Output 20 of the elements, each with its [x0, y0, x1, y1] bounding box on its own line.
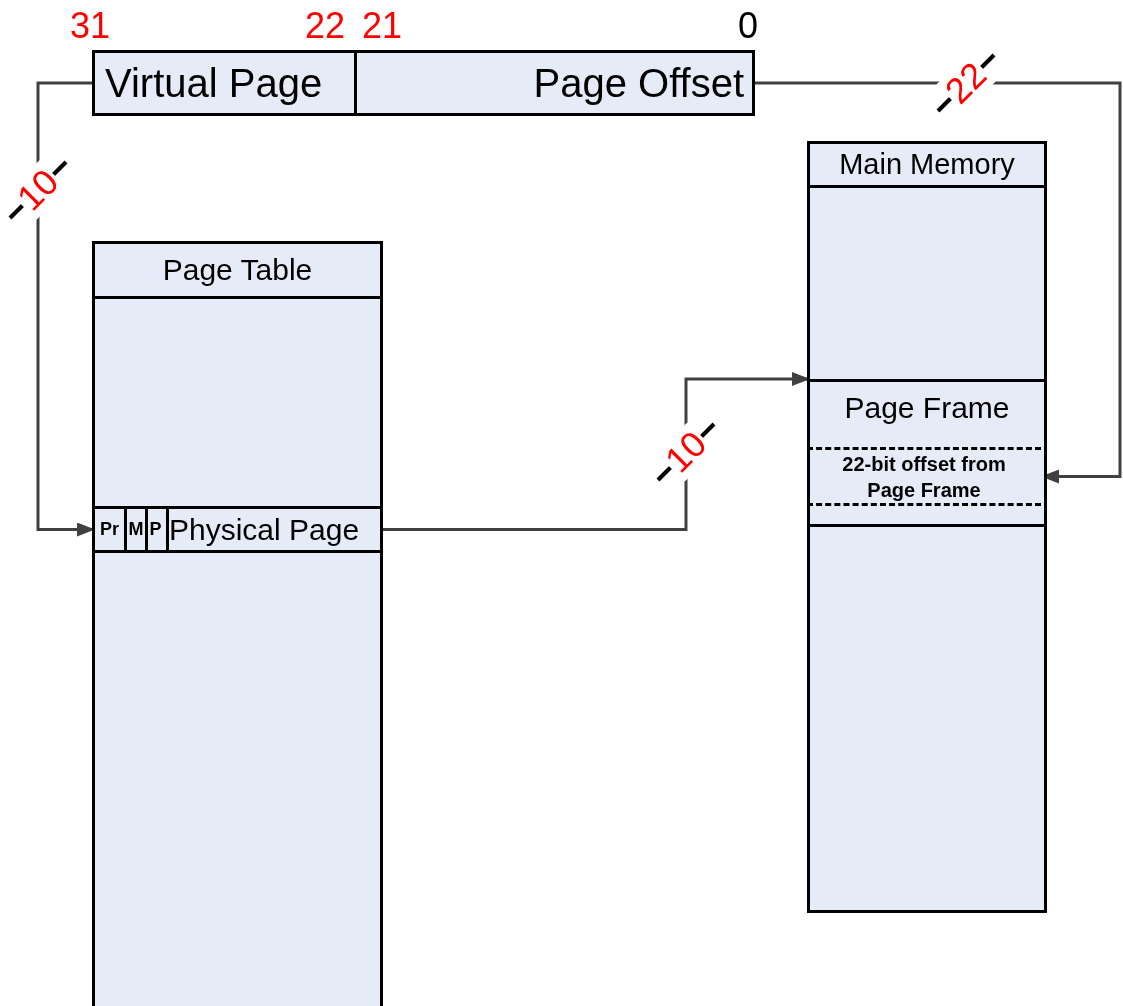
flag-cell: M: [124, 506, 148, 553]
table-title: Page Table: [95, 244, 380, 299]
table-entry: Physical Page: [166, 506, 383, 553]
bit-number: 0: [738, 6, 759, 46]
address-field: Page Offset: [354, 50, 755, 116]
arrow: [755, 81, 1122, 484]
bit-number: 31: [70, 6, 111, 46]
flag-cell: P: [145, 506, 169, 553]
bit-number: 22: [305, 6, 346, 46]
region-label: Page Frame: [843, 390, 1011, 426]
offset-region: 22-bit offset from Page Frame: [807, 447, 1041, 506]
page-table: [92, 241, 383, 1006]
arrow: [383, 372, 810, 531]
memory-title: Main Memory: [810, 144, 1044, 188]
bit-number: 21: [362, 6, 403, 46]
arrow: [36, 81, 95, 537]
flag-cell: Pr: [95, 506, 127, 553]
address-field: Virtual Page: [92, 50, 357, 116]
memory-block: [807, 141, 1047, 913]
page-frame-region: [810, 379, 1044, 527]
